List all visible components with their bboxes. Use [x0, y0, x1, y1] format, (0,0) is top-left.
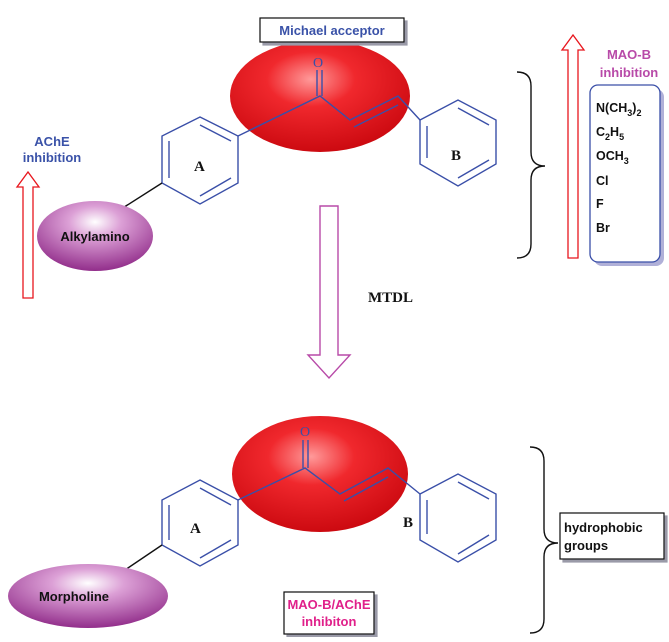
hydrophobic-label-line2: groups	[564, 538, 608, 553]
substituent-item: OCH3	[596, 149, 629, 166]
alkene-double-bond	[343, 476, 389, 502]
bottom-molecule: O A B Morpholine hydrophobic group	[8, 416, 665, 635]
dual-inhibition-line1: MAO-B/AChE	[287, 597, 370, 612]
substituent-item: Br	[596, 221, 610, 235]
hydrophobic-box	[559, 512, 665, 560]
ache-up-arrow-icon	[15, 170, 41, 299]
ring-a	[161, 116, 239, 205]
mtdl-label: MTDL	[368, 290, 413, 306]
maob-label-line1: MAO-B	[607, 47, 651, 62]
top-brace	[516, 71, 546, 259]
mtdl-down-arrow-icon	[306, 205, 352, 380]
alkylamino-label: Alkylamino	[60, 229, 129, 244]
morpholine-bond	[121, 544, 163, 573]
ring-a	[161, 479, 239, 567]
ring-a-label: A	[190, 521, 201, 537]
ring-b-label: B	[451, 148, 461, 164]
alkylamino-oval	[37, 201, 153, 271]
dual-inhibition-box	[283, 591, 375, 635]
maob-up-arrow-icon	[560, 33, 586, 259]
maob-label-line2: inhibition	[600, 65, 659, 80]
michael-acceptor-box	[259, 17, 405, 43]
ring-b	[419, 99, 497, 187]
ache-label-line2: inhibition	[23, 150, 82, 165]
enone-chain	[237, 467, 421, 501]
top-molecule: O A B Alkylamino Michael acceptor	[15, 17, 664, 299]
ring-b	[419, 473, 497, 563]
substituent-item: C2H5	[596, 125, 624, 142]
substituent-item: N(CH3)2	[596, 101, 641, 118]
alkene-double-bond	[353, 104, 399, 128]
ache-label-line1: AChE	[34, 134, 70, 149]
morpholine-label: Morpholine	[39, 589, 109, 604]
oxygen-label: O	[300, 425, 310, 440]
substituents-box	[589, 84, 661, 263]
hydrophobic-label-line1: hydrophobic	[564, 520, 643, 535]
ring-b-label: B	[403, 515, 413, 531]
ring-a-label: A	[194, 159, 205, 175]
dual-inhibition-line2: inhibiton	[302, 614, 357, 629]
oxygen-label: O	[313, 56, 323, 71]
michael-acceptor-label: Michael acceptor	[279, 23, 385, 38]
morpholine-oval	[8, 564, 168, 628]
bottom-red-oval	[232, 416, 408, 532]
substituent-list: N(CH3)2 C2H5 OCH3 Cl F Br	[596, 101, 641, 235]
substituent-item: Cl	[596, 174, 609, 188]
enone-chain	[237, 95, 421, 137]
bottom-brace	[529, 446, 559, 634]
substituent-item: F	[596, 197, 604, 211]
